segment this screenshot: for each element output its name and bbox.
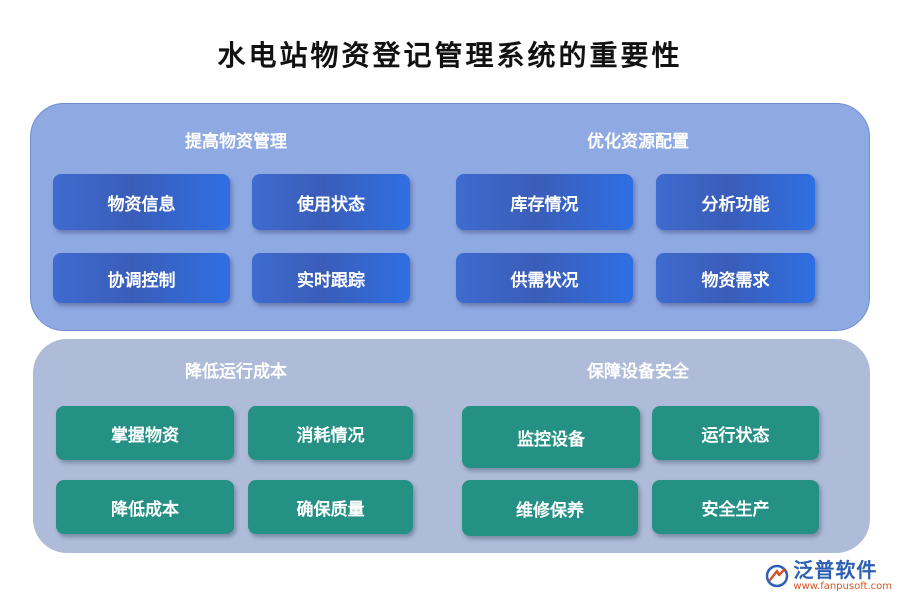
box-analysis-function: 分析功能 — [656, 174, 815, 230]
box-ensure-quality: 确保质量 — [248, 480, 413, 534]
box-supply-demand: 供需状况 — [456, 253, 633, 303]
section-title-equipment-safety: 保障设备安全 — [587, 362, 689, 382]
box-coordination-control: 协调控制 — [53, 253, 230, 303]
box-consumption: 消耗情况 — [248, 406, 413, 460]
box-reduce-cost: 降低成本 — [56, 480, 234, 534]
box-material-info: 物资信息 — [53, 174, 230, 230]
box-monitor-equipment: 监控设备 — [462, 406, 640, 468]
box-master-materials: 掌握物资 — [56, 406, 234, 460]
box-inventory-status: 库存情况 — [456, 174, 633, 230]
section-title-improve-management: 提高物资管理 — [185, 132, 287, 152]
box-maintenance: 维修保养 — [462, 480, 638, 536]
brand-logo: 泛普软件 www.fanpusoft.com — [765, 559, 892, 592]
diagram-title: 水电站物资登记管理系统的重要性 — [217, 39, 683, 72]
box-material-demand: 物资需求 — [656, 253, 815, 303]
fanpu-logo-icon — [766, 564, 789, 587]
box-safe-production: 安全生产 — [652, 480, 819, 534]
logo-name: 泛普软件 — [793, 558, 878, 582]
box-realtime-tracking: 实时跟踪 — [252, 253, 410, 303]
box-operation-status: 运行状态 — [652, 406, 819, 460]
section-title-reduce-cost: 降低运行成本 — [185, 362, 287, 382]
logo-url: www.fanpusoft.com — [793, 581, 892, 592]
section-title-optimize-resources: 优化资源配置 — [587, 132, 689, 152]
box-usage-status: 使用状态 — [252, 174, 410, 230]
